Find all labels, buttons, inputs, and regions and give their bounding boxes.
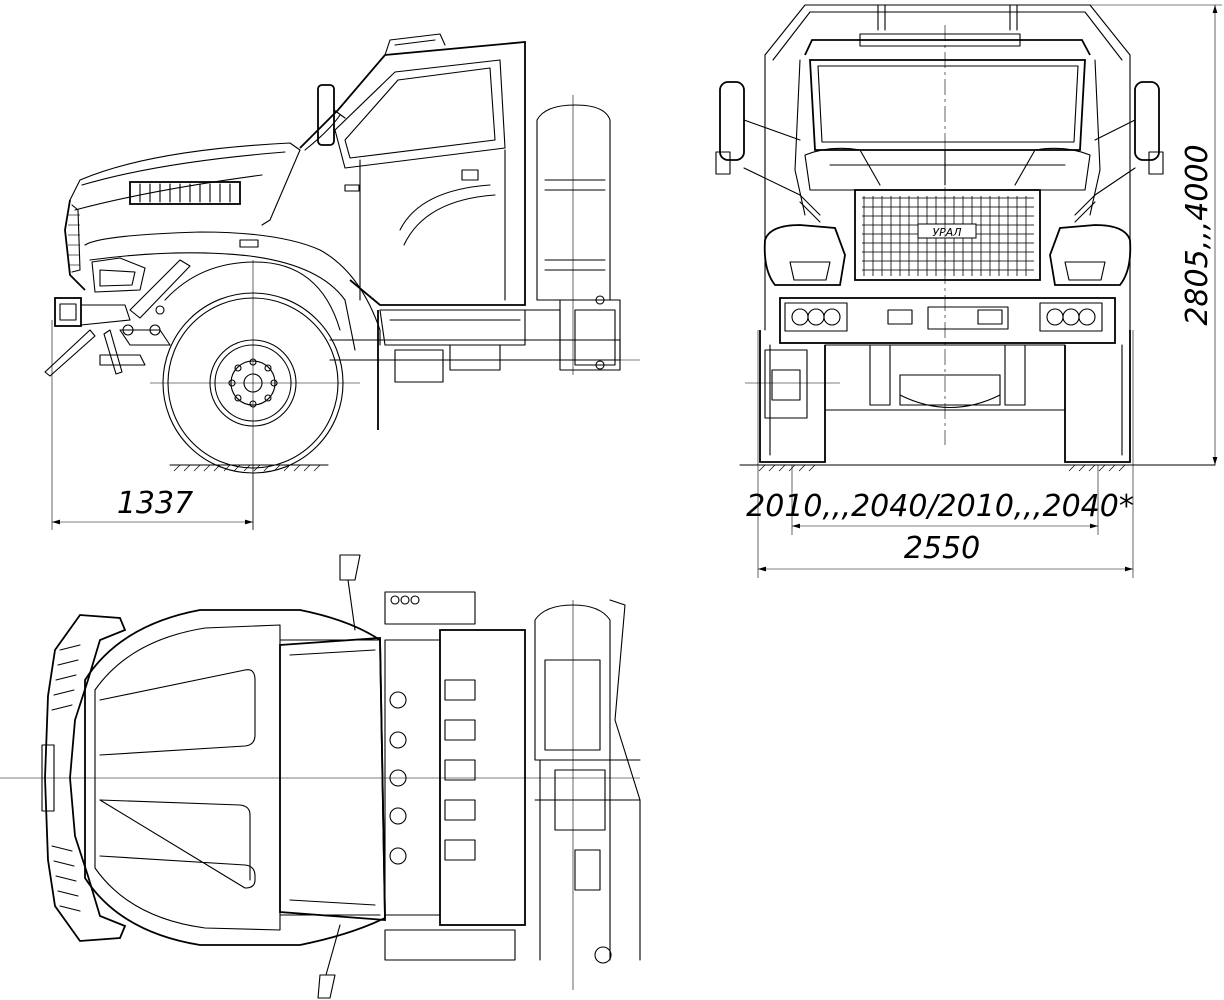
dim-overall-width-label: 2550 bbox=[904, 531, 980, 566]
dim-overall-width: 2550 bbox=[757, 330, 1134, 578]
dim-track-width-label: 2010,,,2040/2010,,,2040* bbox=[746, 489, 1134, 524]
grille-badge: УРАЛ bbox=[932, 226, 961, 239]
front-wheel bbox=[150, 260, 360, 530]
dim-front-overhang-label: 1337 bbox=[117, 486, 193, 521]
dim-front-overhang: 1337 bbox=[51, 320, 254, 530]
dim-height: 2805,,,4000 bbox=[1090, 4, 1222, 465]
dim-track-width: 2010,,,2040/2010,,,2040* bbox=[746, 465, 1134, 535]
top-view bbox=[0, 554, 641, 999]
front-view: УРАЛ bbox=[715, 4, 1216, 472]
side-view bbox=[44, 33, 640, 530]
dim-height-label: 2805,,,4000 bbox=[1180, 144, 1215, 325]
